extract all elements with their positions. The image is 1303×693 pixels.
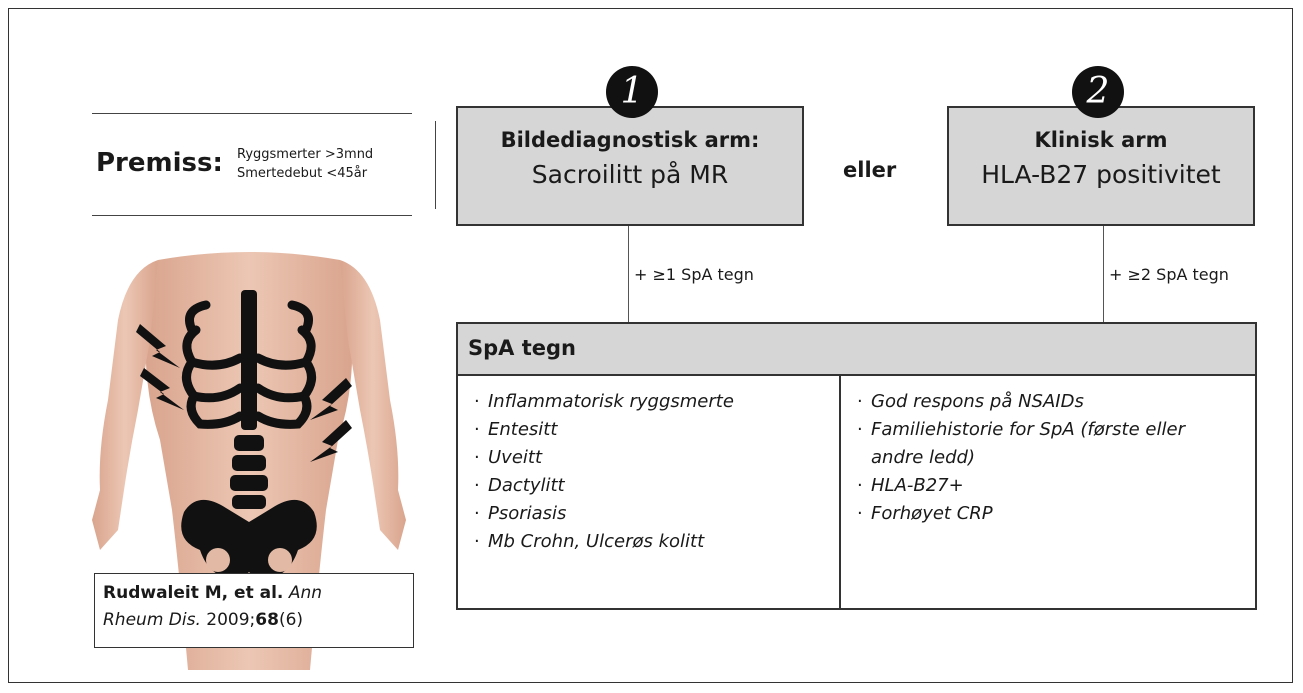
- clinical-arm-box: Klinisk arm HLA-B27 positivitet: [947, 106, 1255, 226]
- spa-sign-item: Mb Crohn, Ulcerøs kolitt: [472, 528, 825, 556]
- imaging-arm-box: Bildediagnostisk arm: Sacroilitt på MR: [456, 106, 804, 226]
- premiss-line-2: Smertedebut <45år: [237, 164, 373, 183]
- spa-sign-item: God respons på NSAIDs: [855, 388, 1241, 416]
- or-connector: eller: [843, 158, 896, 182]
- citation-authors: Rudwaleit M, et al.: [103, 583, 283, 603]
- citation-year: 2009;: [206, 610, 255, 630]
- citation-journal-part1: Ann: [289, 583, 322, 603]
- arm-2-connector-line: [1103, 226, 1104, 322]
- premiss-title: Premiss:: [96, 148, 223, 178]
- arm-2-condition: + ≥2 SpA tegn: [1109, 265, 1229, 284]
- imaging-arm-heading: Bildediagnostisk arm:: [458, 128, 802, 152]
- arm-1-number-badge: 1: [606, 66, 658, 118]
- spa-signs-left-column: Inflammatorisk ryggsmerte Entesitt Uveit…: [458, 376, 841, 608]
- premiss-top-rule: [92, 113, 412, 114]
- arm-1-condition: + ≥1 SpA tegn: [634, 265, 754, 284]
- arm-2-number-badge: 2: [1072, 66, 1124, 118]
- premiss-line-1: Ryggsmerter >3mnd: [237, 145, 373, 164]
- spa-sign-item: Dactylitt: [472, 472, 825, 500]
- spa-signs-right-column: God respons på NSAIDs Familiehistorie fo…: [841, 376, 1255, 608]
- spa-sign-item: Inflammatorisk ryggsmerte: [472, 388, 825, 416]
- imaging-arm-subtitle: Sacroilitt på MR: [458, 160, 802, 189]
- spa-sign-item: Psoriasis: [472, 500, 825, 528]
- spa-sign-item: Familiehistorie for SpA (første eller an…: [855, 416, 1241, 472]
- citation-journal-part2: Rheum Dis.: [103, 610, 201, 630]
- citation-issue: (6): [279, 610, 303, 630]
- spa-sign-item: Entesitt: [472, 416, 825, 444]
- arm-1-connector-line: [628, 226, 629, 322]
- premiss-criteria: Ryggsmerter >3mnd Smertedebut <45år: [237, 145, 373, 183]
- premiss-side-rule: [435, 121, 436, 209]
- clinical-arm-heading: Klinisk arm: [949, 128, 1253, 152]
- citation-volume: 68: [255, 610, 279, 630]
- citation-box: Rudwaleit M, et al. Ann Rheum Dis. 2009;…: [94, 573, 414, 648]
- premiss-block: Premiss: Ryggsmerter >3mnd Smertedebut <…: [92, 113, 437, 216]
- spa-sign-item: Uveitt: [472, 444, 825, 472]
- premiss-bottom-rule: [92, 215, 412, 216]
- clinical-arm-subtitle: HLA-B27 positivitet: [949, 160, 1253, 189]
- spa-sign-item: HLA-B27+: [855, 472, 1241, 500]
- spa-signs-box: SpA tegn Inflammatorisk ryggsmerte Entes…: [456, 322, 1257, 610]
- spa-sign-item: Forhøyet CRP: [855, 500, 1241, 528]
- spa-signs-title: SpA tegn: [458, 324, 1255, 376]
